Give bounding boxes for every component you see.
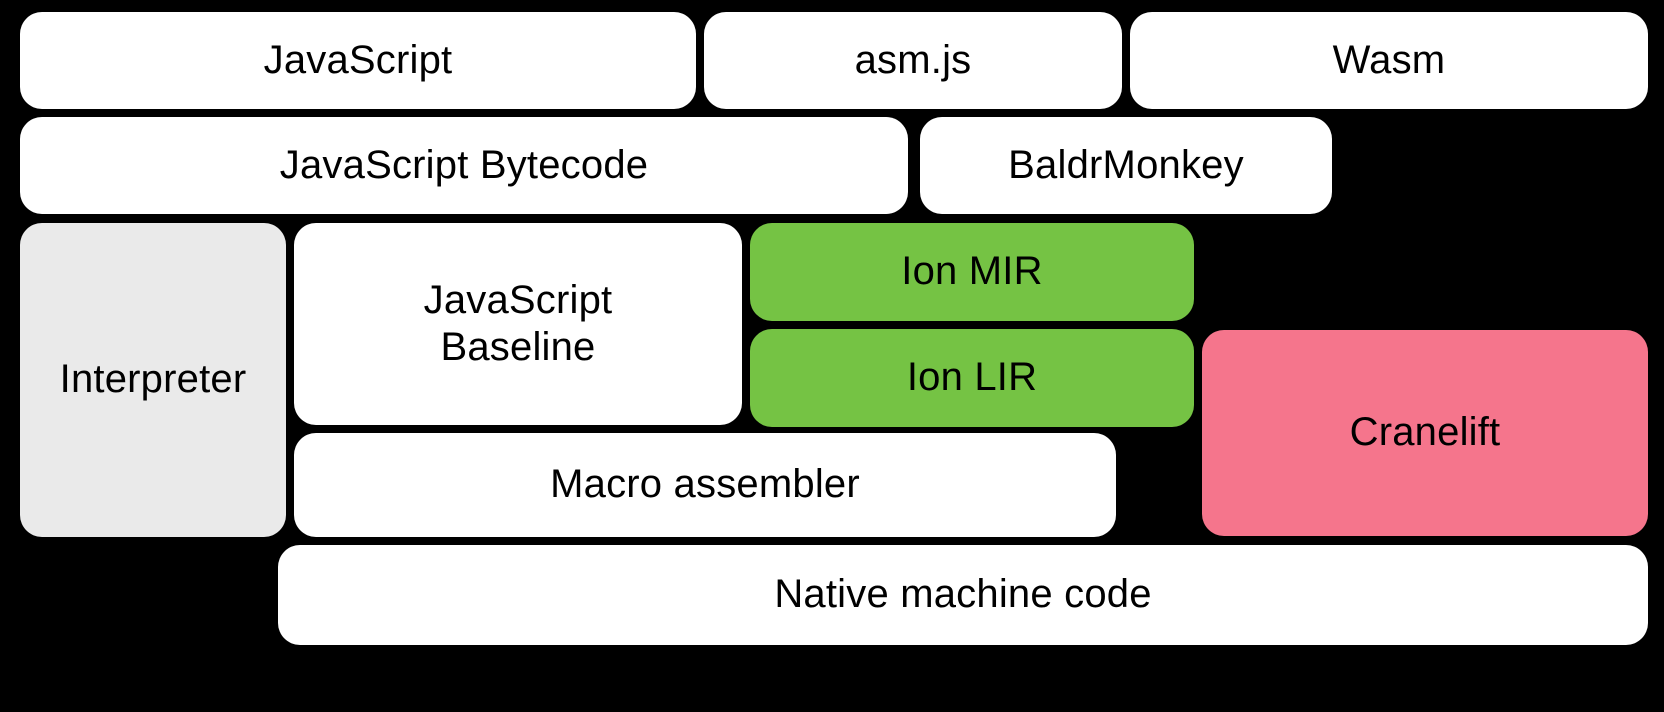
node-macro-assembler: Macro assembler [294, 433, 1116, 537]
node-native-machine-code: Native machine code [278, 545, 1648, 645]
node-baldrmonkey: BaldrMonkey [920, 117, 1332, 214]
node-asm-js: asm.js [704, 12, 1122, 109]
node-interpreter: Interpreter [20, 223, 286, 537]
node-javascript-bytecode: JavaScript Bytecode [20, 117, 908, 214]
node-wasm: Wasm [1130, 12, 1648, 109]
node-ion-lir: Ion LIR [750, 329, 1194, 427]
node-javascript: JavaScript [20, 12, 696, 109]
node-ion-mir: Ion MIR [750, 223, 1194, 321]
node-cranelift: Cranelift [1202, 330, 1648, 536]
node-javascript-baseline: JavaScript Baseline [294, 223, 742, 425]
